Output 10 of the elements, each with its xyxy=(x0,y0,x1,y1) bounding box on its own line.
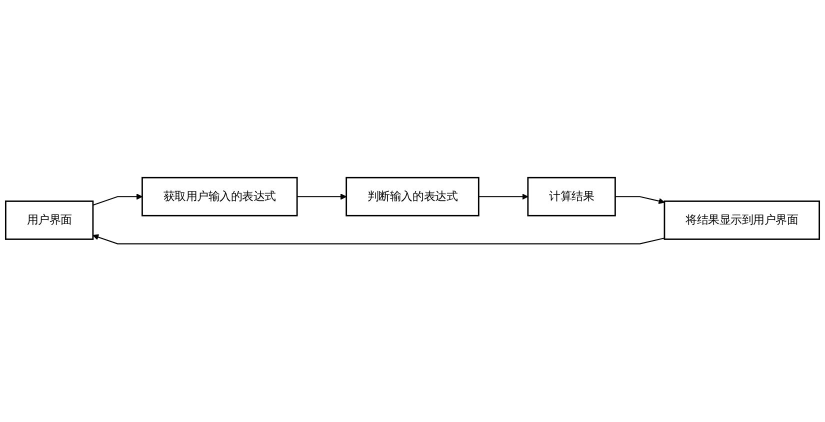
node-box: 判断输入的表达式 xyxy=(346,177,480,217)
node-box: 用户界面 xyxy=(4,200,94,240)
arrow xyxy=(92,194,142,206)
node-box: 计算结果 xyxy=(527,177,616,217)
node-box: 获取用户输入的表达式 xyxy=(142,177,298,217)
arrow xyxy=(297,194,347,200)
arrow xyxy=(615,196,665,204)
arrow xyxy=(92,234,665,245)
node-box: 将结果显示到用户界面 xyxy=(664,200,820,240)
arrow xyxy=(478,194,528,200)
